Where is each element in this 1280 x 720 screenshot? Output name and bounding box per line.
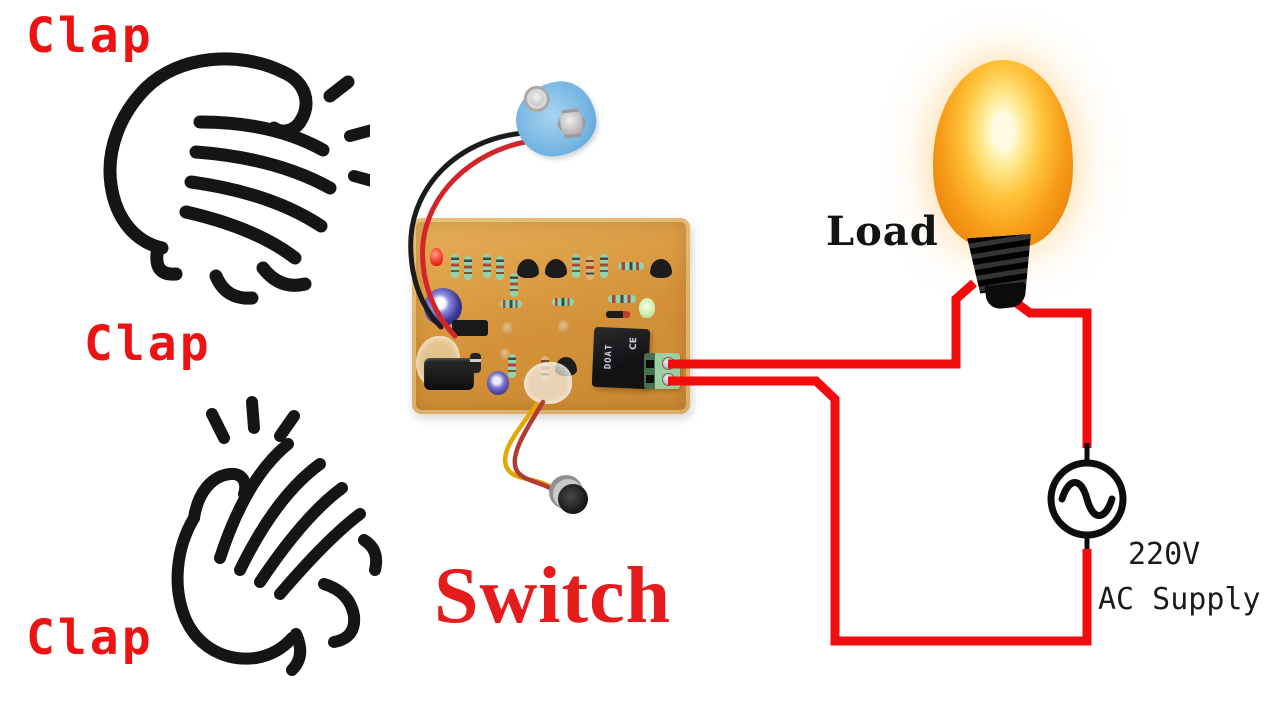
- mic-red-wire: [512, 399, 561, 496]
- diode: [470, 353, 481, 373]
- ic-chip: [452, 320, 488, 336]
- green-led: [639, 298, 655, 318]
- glue-blob: [524, 362, 572, 404]
- resistor: [464, 256, 472, 280]
- dc-jack: [424, 358, 474, 390]
- capacitor: [487, 371, 509, 395]
- supply-voltage-label: 220V: [1128, 537, 1201, 572]
- terminal-hole: [646, 360, 654, 368]
- red-led: [430, 248, 443, 266]
- clapping-hands-icon: [103, 52, 370, 305]
- resistor: [600, 254, 608, 278]
- sine-wave-icon: [1058, 479, 1116, 519]
- bulb-glass: [933, 60, 1073, 248]
- switch-title: Switch: [434, 552, 672, 640]
- resistor: [586, 256, 594, 280]
- wire-board-to-bulb: [668, 279, 977, 369]
- battery-red-wire: [420, 138, 533, 339]
- resistor: [572, 254, 580, 278]
- wire-source-to-board: [668, 376, 1092, 646]
- resistor: [451, 254, 459, 278]
- resistor: [510, 273, 518, 297]
- disc-capacitor: [502, 322, 513, 335]
- mic-yellow-wire: [503, 401, 554, 490]
- battery-terminal-stud: [555, 107, 588, 140]
- resistor: [618, 262, 644, 270]
- disc-capacitor: [500, 348, 510, 360]
- wire-bulb-to-source: [1004, 292, 1092, 448]
- resistor: [500, 300, 522, 308]
- transistor: [545, 259, 567, 278]
- diode: [606, 311, 630, 318]
- microphone: [558, 484, 588, 514]
- disc-capacitor: [558, 320, 569, 333]
- circuit-board: DOAT CE: [412, 218, 690, 414]
- load-label: Load: [826, 208, 939, 255]
- clap-label-bottom: Clap: [26, 610, 154, 666]
- clapping-hands-icon: [171, 396, 383, 676]
- resistor: [552, 298, 574, 306]
- clap-label-middle: Clap: [84, 316, 212, 372]
- clap-label-top: Clap: [26, 8, 154, 64]
- resistor: [483, 254, 491, 278]
- resistor: [608, 295, 636, 303]
- transistor: [517, 259, 539, 278]
- supply-name-label: AC Supply: [1098, 582, 1261, 617]
- resistor: [508, 354, 516, 378]
- resistor: [496, 256, 504, 280]
- battery-terminal-socket: [522, 84, 552, 114]
- terminal-hole: [646, 375, 654, 383]
- battery-black-wire: [408, 130, 526, 330]
- transistor: [650, 259, 672, 278]
